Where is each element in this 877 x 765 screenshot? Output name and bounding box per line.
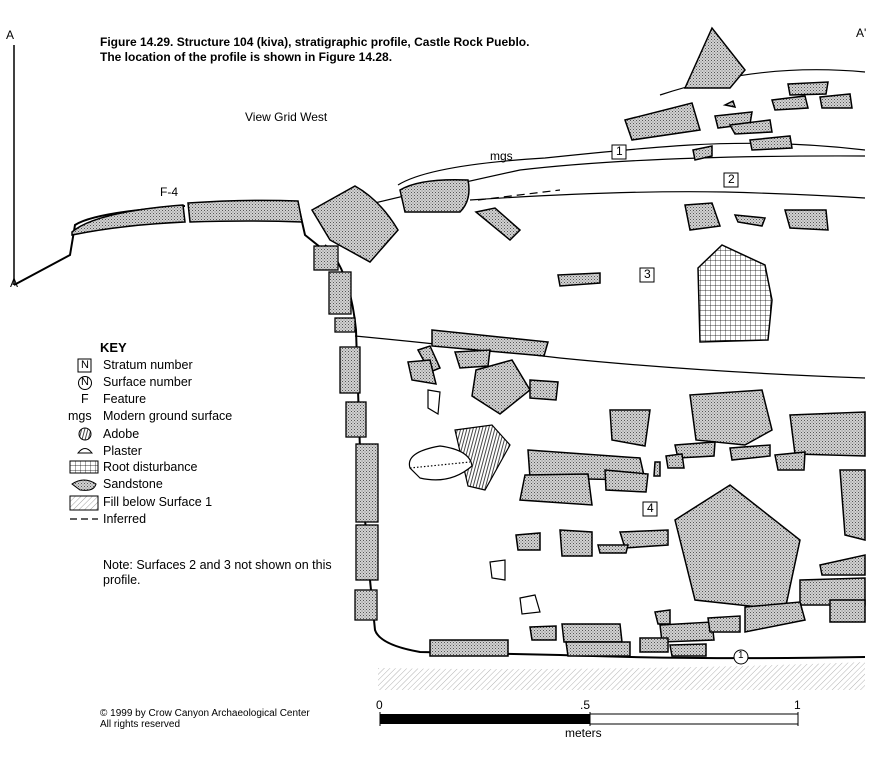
key-label-root: Root disturbance [103,460,198,474]
key-label-inferred: Inferred [103,512,147,526]
key-label-plaster: Plaster [103,444,142,458]
stratum-boxes [611,144,739,517]
figure-caption-line2: The location of the profile is shown in … [100,50,393,64]
key-feature-symbol: F [81,392,89,406]
key-label-stratum: Stratum number [103,358,193,372]
mgs-line [397,142,866,186]
feature-label: F-4 [160,185,178,199]
scale-tick-1: 1 [794,698,801,712]
view-label: View Grid West [245,110,328,124]
scale-bar [379,712,799,726]
figure-caption-line1: Figure 14.29. Structure 104 (kiva), stra… [100,35,530,49]
stratum-2: 2 [728,172,735,186]
key-label-fill: Fill below Surface 1 [103,495,213,509]
sandstone-rocks [310,26,866,657]
fill-below-surface [378,640,865,690]
surface-1: 1 [738,650,744,661]
profile-note: Note: Surfaces 2 and 3 not shown on this… [103,558,332,587]
strata-lines [344,69,866,379]
copyright-line1: © 1999 by Crow Canyon Archaeological Cen… [100,708,310,719]
section-label-left: A [6,28,15,42]
mgs-label: mgs [490,149,513,163]
root-disturbance [697,244,773,343]
bench-stones [71,199,303,236]
key-stratum-symbol: N [81,359,89,371]
key-surface-symbol: N [81,376,89,388]
key-mgs-symbol: mgs [68,409,92,423]
key-label-mgs: Modern ground surface [103,409,233,423]
stratum-3: 3 [644,267,651,281]
key-label-sandstone: Sandstone [103,477,163,491]
key-label-feature: Feature [103,392,147,406]
scale-tick-0: 0 [376,698,383,712]
plaster-fragments [408,389,541,615]
key-title: KEY [100,340,127,355]
surface-number-circle [733,649,749,665]
bench-outline [13,45,331,286]
copyright-line2: All rights reserved [100,719,181,730]
scale-tick-half: .5 [580,698,591,712]
section-label-left-lower: A [10,276,19,290]
stratum-4: 4 [647,501,654,515]
section-label-right: A' [856,26,867,40]
scale-unit: meters [565,726,602,740]
kiva-wall-stones [313,245,379,621]
key-label-surface: Surface number [103,375,192,389]
adobe-block [454,424,511,491]
stratum-1: 1 [616,144,623,158]
key-label-adobe: Adobe [103,427,140,441]
key-symbols [69,358,99,520]
